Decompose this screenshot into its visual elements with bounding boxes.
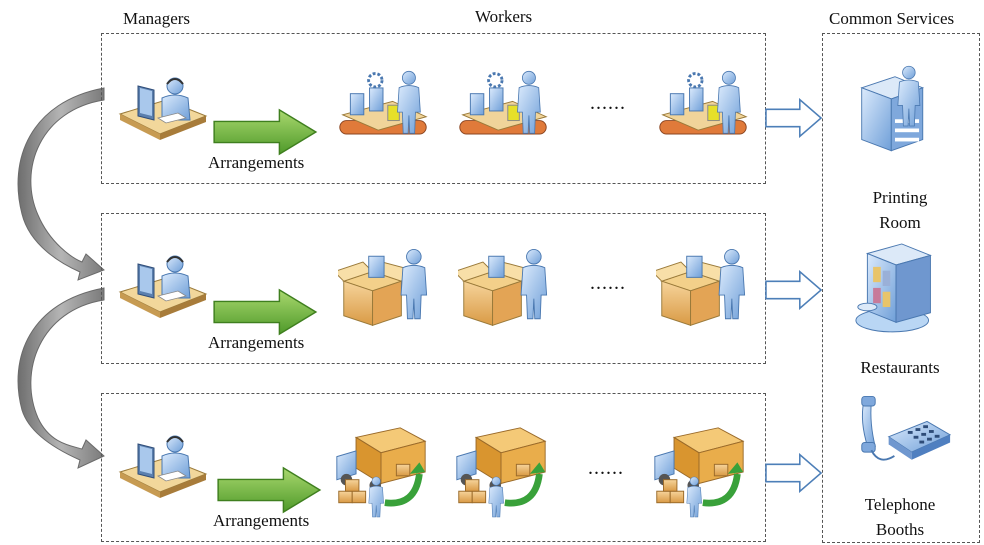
hollow-arrow-2 [765,270,822,310]
telephone-icon [860,395,952,461]
packing-worker-icon [656,238,752,334]
manager-icon-2 [119,255,207,319]
green-arrow-2 [213,289,317,335]
packing-worker-icon [458,238,554,334]
restaurants-label: Restaurants [860,358,940,377]
curved-arrow-1 [17,87,105,281]
assembly-worker-icon [455,64,551,156]
common-services-header: Common Services [829,9,955,28]
ellipsis-1: ...... [590,92,626,114]
common-services-panel [822,33,980,543]
green-arrow-3 [217,467,321,513]
manager-icon-1 [119,77,207,141]
hollow-arrow-1 [765,98,822,138]
hollow-arrow-3 [765,453,822,493]
assembly-worker-icon [655,64,751,156]
manager-flow-arrows [17,87,105,469]
arrangements-label-1: Arrangements [208,153,305,172]
printer-icon [858,60,932,160]
workers-header: Workers [475,7,533,26]
telephone-booths-label: Telephone Booths [864,495,936,539]
packing-worker-icon [338,238,434,334]
curved-arrow-2 [17,287,105,469]
ellipsis-3: ...... [588,457,624,479]
restaurant-icon [855,243,931,333]
delivery-worker-icon [333,420,429,524]
row-panel-1 [101,33,766,184]
green-arrow-1 [213,109,317,155]
printing-room-label: Printing Room [872,188,928,232]
arrangements-label-3: Arrangements [213,511,310,530]
arrangements-label-2: Arrangements [208,333,305,352]
delivery-worker-icon [651,420,747,524]
delivery-worker-icon [453,420,549,524]
managers-header: Managers [123,9,191,28]
ellipsis-2: ...... [590,272,626,294]
manager-icon-3 [119,435,207,499]
assembly-worker-icon [335,64,431,156]
